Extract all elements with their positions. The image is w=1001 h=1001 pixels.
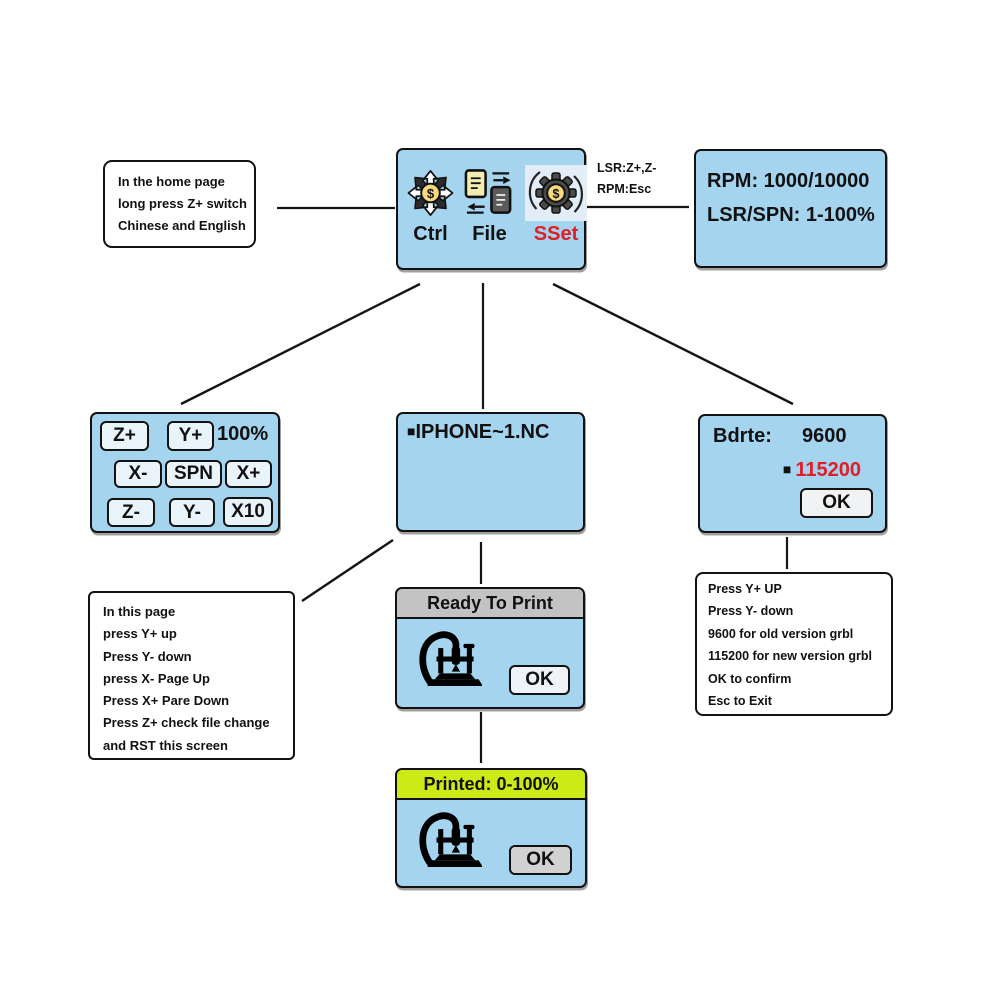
z-plus-button[interactable]: Z+ bbox=[100, 421, 149, 451]
note-line: long press Z+ switch bbox=[118, 196, 247, 211]
ready-screen: Ready To Print OK bbox=[395, 587, 585, 709]
rpm-range-value: RPM: 1000/10000 bbox=[707, 170, 870, 192]
tab-sset-label: SSet bbox=[533, 223, 579, 245]
note-line: RPM:Esc bbox=[597, 182, 652, 196]
printed-ok-button[interactable]: OK bbox=[509, 845, 572, 875]
z-minus-button[interactable]: Z- bbox=[107, 498, 155, 527]
note-line: Press X+ Pare Down bbox=[103, 693, 230, 709]
baudrate-label: Bdrte: bbox=[713, 425, 772, 447]
tab-ctrl-label: Ctrl bbox=[413, 223, 448, 245]
lsr-rpm-note: LSR:Z+,Z- RPM:Esc bbox=[597, 158, 656, 200]
note-line: Press Y- down bbox=[708, 604, 794, 619]
note-line: In the home page bbox=[118, 174, 225, 189]
selected-bullet-icon: ■ bbox=[782, 461, 792, 477]
note-line: OK to confirm bbox=[708, 671, 792, 686]
note-line: press X- Page Up bbox=[103, 670, 210, 686]
svg-text:$: $ bbox=[553, 187, 560, 201]
ctrl-screen: Z+ Y+ 100% X- SPN X+ Z- Y- X10 bbox=[90, 412, 280, 533]
note-line: Esc to Exit bbox=[708, 694, 772, 709]
filepage-note: In this page press Y+ up Press Y- down p… bbox=[88, 591, 295, 760]
tab-file-label: File bbox=[472, 223, 507, 245]
note-line: Chinese and English bbox=[118, 218, 246, 233]
cnc-printer-icon bbox=[418, 807, 483, 873]
note-line: press Y+ up bbox=[103, 626, 177, 642]
tab-ctrl[interactable]: $ Ctrl bbox=[407, 164, 454, 246]
wire-home-baud bbox=[552, 282, 794, 406]
file-screen: ■IPHONE~1.NC bbox=[396, 412, 585, 532]
file-name: IPHONE~1.NC bbox=[415, 421, 550, 443]
home-menu: $ Ctrl bbox=[398, 150, 587, 246]
home-note: In the home page long press Z+ switch Ch… bbox=[103, 160, 256, 248]
svg-text:$: $ bbox=[427, 186, 435, 201]
ready-screen-title: Ready To Print bbox=[397, 589, 583, 619]
y-plus-button[interactable]: Y+ bbox=[167, 421, 214, 451]
cnc-printer-icon bbox=[418, 626, 483, 692]
feed-rate-value: 100% bbox=[217, 423, 269, 445]
printed-screen-title: Printed: 0-100% bbox=[397, 770, 585, 800]
tab-file[interactable]: File bbox=[463, 164, 516, 246]
wire-home-ctrl bbox=[180, 282, 421, 406]
note-line: LSR:Z+,Z- bbox=[597, 161, 657, 175]
note-line: 9600 for old version grbl bbox=[708, 626, 854, 641]
x-minus-button[interactable]: X- bbox=[114, 460, 162, 488]
baud-115200-value: 115200 bbox=[795, 459, 861, 481]
baud-screen: Bdrte: 9600 ■115200 OK bbox=[698, 414, 887, 533]
selected-bullet-icon: ■ bbox=[407, 423, 416, 439]
home-screen: $ Ctrl bbox=[396, 148, 587, 270]
note-line: Press Y+ UP bbox=[708, 582, 782, 596]
note-line: 115200 for new version grbl bbox=[708, 649, 872, 664]
note-line: and RST this screen bbox=[103, 737, 228, 753]
baud-ok-button[interactable]: OK bbox=[800, 488, 873, 518]
move-dollar-icon: $ bbox=[407, 164, 454, 222]
x10-button[interactable]: X10 bbox=[223, 497, 273, 527]
baud-option-115200[interactable]: ■115200 bbox=[783, 459, 861, 482]
file-transfer-icon bbox=[463, 164, 516, 222]
tab-sset[interactable]: $ SSet bbox=[525, 164, 587, 246]
rpm-screen: RPM: 1000/10000 LSR/SPN: 1-100% bbox=[694, 149, 887, 268]
note-line: In this page bbox=[103, 604, 176, 619]
x-plus-button[interactable]: X+ bbox=[225, 460, 272, 488]
lsr-spn-range-value: LSR/SPN: 1-100% bbox=[707, 204, 875, 226]
ready-ok-button[interactable]: OK bbox=[509, 665, 570, 695]
spn-button[interactable]: SPN bbox=[165, 460, 222, 488]
printed-screen: Printed: 0-100% OK bbox=[395, 768, 587, 888]
note-line: Press Z+ check file change bbox=[103, 715, 270, 731]
note-line: Press Y- down bbox=[103, 648, 192, 664]
y-minus-button[interactable]: Y- bbox=[169, 498, 215, 527]
baud-option-9600[interactable]: 9600 bbox=[802, 425, 847, 447]
file-list-item[interactable]: ■IPHONE~1.NC bbox=[407, 421, 583, 444]
wire-file-filenote bbox=[301, 539, 394, 602]
baud-note: Press Y+ UP Press Y- down 9600 for old v… bbox=[695, 572, 893, 716]
gear-dollar-icon: $ bbox=[525, 164, 587, 222]
